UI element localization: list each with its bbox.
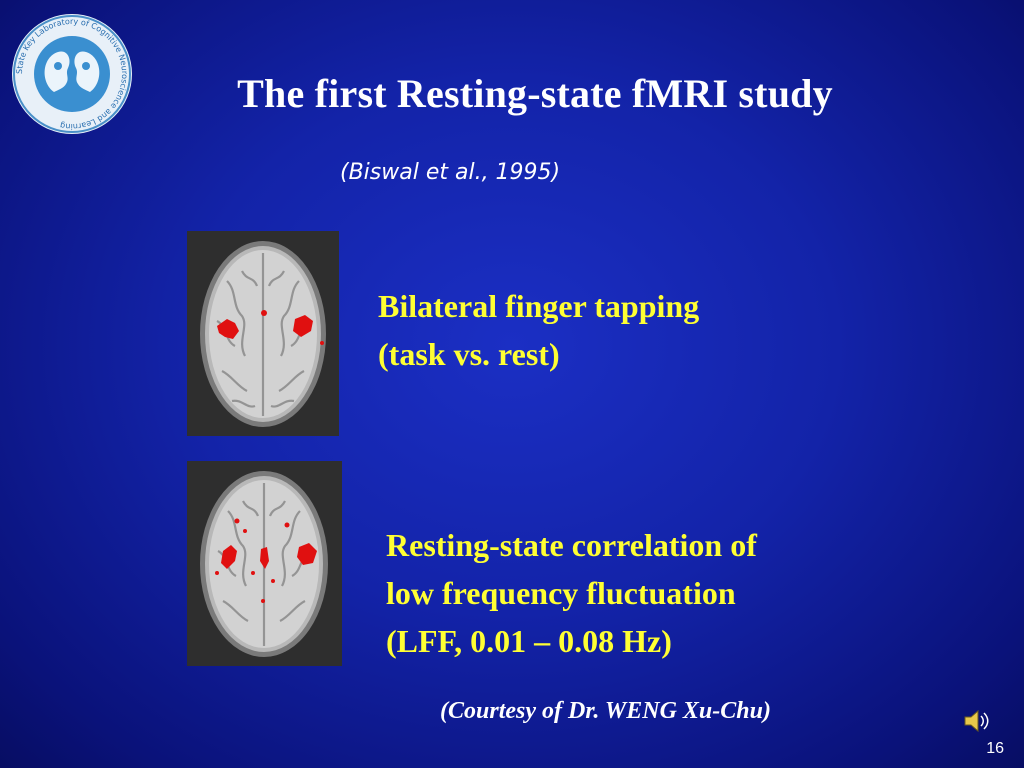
caption-rest-line2: low frequency fluctuation [386, 575, 736, 611]
citation: (Biswal et al., 1995) [340, 160, 561, 185]
caption-task: Bilateral finger tapping (task vs. rest) [378, 282, 699, 378]
slide-number: 16 [986, 740, 1004, 757]
caption-rest: Resting-state correlation of low frequen… [386, 521, 757, 665]
caption-rest-line3: (LFF, 0.01 – 0.08 Hz) [386, 623, 672, 659]
slide-title: The first Resting-state fMRI study [237, 71, 833, 116]
courtesy-note: (Courtesy of Dr. WENG Xu-Chu) [440, 698, 771, 724]
brain-scan-task [187, 231, 339, 436]
lab-logo-icon: State Key Laboratory of Cognitive Neuros… [12, 14, 132, 134]
caption-task-line2: (task vs. rest) [378, 336, 560, 372]
caption-rest-line1: Resting-state correlation of [386, 527, 757, 563]
correlation-blobs [215, 518, 317, 603]
caption-task-line1: Bilateral finger tapping [378, 288, 700, 324]
speaker-icon[interactable] [962, 706, 992, 736]
brain-scan-rest [187, 461, 342, 666]
activation-blobs [217, 310, 324, 345]
